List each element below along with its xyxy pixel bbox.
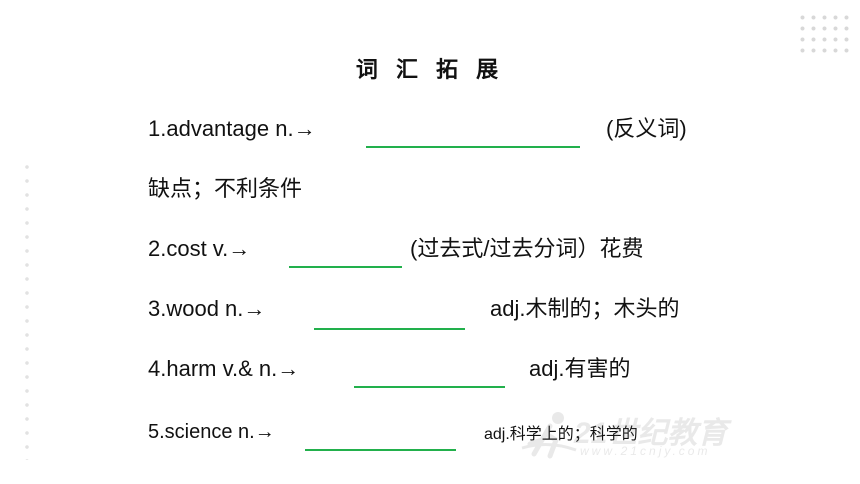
decorative-dot-column-left xyxy=(22,160,32,460)
vocab-item-1-suffix: (反义词) xyxy=(606,116,687,141)
vocab-item-2-blank[interactable] xyxy=(289,266,402,268)
vocab-item-1-blank[interactable] xyxy=(366,146,580,148)
decorative-dot-grid-top-right xyxy=(797,12,849,56)
vocab-item-3-prefix: 3.wood n.→ xyxy=(148,296,266,321)
vocab-item-4-prefix: 4.harm v.& n.→ xyxy=(148,356,300,381)
vocab-item-1-prefix: 1.advantage n.→ xyxy=(148,116,316,141)
vocab-item-2-prefix: 2.cost v.→ xyxy=(148,236,251,261)
slide-title: 词 汇 拓 展 xyxy=(355,57,505,82)
vocab-item-5-prefix: 5.science n.→ xyxy=(148,421,275,443)
vocab-item-5-blank[interactable] xyxy=(305,449,456,451)
vocab-item-4-blank[interactable] xyxy=(354,386,505,388)
vocab-item-3-blank[interactable] xyxy=(314,328,465,330)
vocab-item-5-suffix: adj.科学上的；科学的 xyxy=(484,426,638,443)
vocab-item-4-suffix: adj.有害的 xyxy=(529,356,631,381)
vocab-item-3-suffix: adj.木制的；木头的 xyxy=(490,296,680,321)
vocab-item-2-suffix: (过去式/过去分词）花费 xyxy=(410,236,644,261)
vocab-item-1-continuation: 缺点；不利条件 xyxy=(148,176,303,201)
